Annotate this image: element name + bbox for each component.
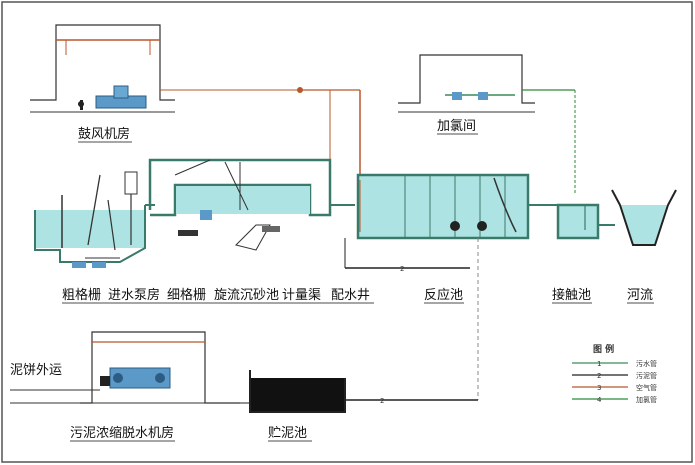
label-distribution-well: 配水井 [331,288,370,303]
legend-num-3: 3 [597,384,601,392]
legend-title: 图 例 [593,343,614,355]
legend: 图 例 1 污水管 2 污泥管 3 空气管 4 加氯管 [572,343,657,404]
pipe-number-sludge-return: 2 [400,265,404,273]
legend-label-3: 空气管 [636,383,657,392]
pipe-number-sludge-storage: 2 [380,397,384,405]
label-sludge-cake-out: 泥饼外运 [10,363,62,378]
label-vortex-grit-chamber: 旋流沉砂池 [214,288,279,303]
label-fine-screen: 细格栅 [167,287,206,303]
contact-tank [556,203,615,240]
legend-num-1: 1 [597,360,601,368]
chlorination-room [398,54,576,195]
label-river: 河流 [627,288,653,303]
blower-room [30,24,300,113]
legend-label-2: 污泥管 [636,371,657,380]
reaction-tank [356,173,558,240]
legend-num-4: 4 [597,396,602,404]
label-inlet-pump-room: 进水泵房 [108,287,160,303]
air-pipe [297,87,361,180]
label-coarse-screen: 粗格栅 [62,287,101,303]
sludge-storage-tank [240,370,478,413]
label-contact-tank: 接触池 [552,287,591,303]
label-metering-channel: 计量渠 [282,288,321,303]
label-reaction-tank: 反应池 [424,287,463,303]
legend-num-2: 2 [597,372,601,380]
grit-chamber [148,158,355,251]
inlet-works [34,171,155,268]
legend-label-1: 污水管 [636,359,657,368]
label-chlorination-room: 加氯间 [437,119,476,134]
legend-label-4: 加氯管 [636,395,657,404]
label-sludge-storage: 贮泥池 [268,426,307,441]
label-sludge-thickening-room: 污泥浓缩脱水机房 [70,425,174,441]
sludge-dewatering-room [10,331,240,404]
label-blower-room: 鼓风机房 [78,126,130,142]
river [611,189,677,246]
sludge-return-line [344,238,479,400]
